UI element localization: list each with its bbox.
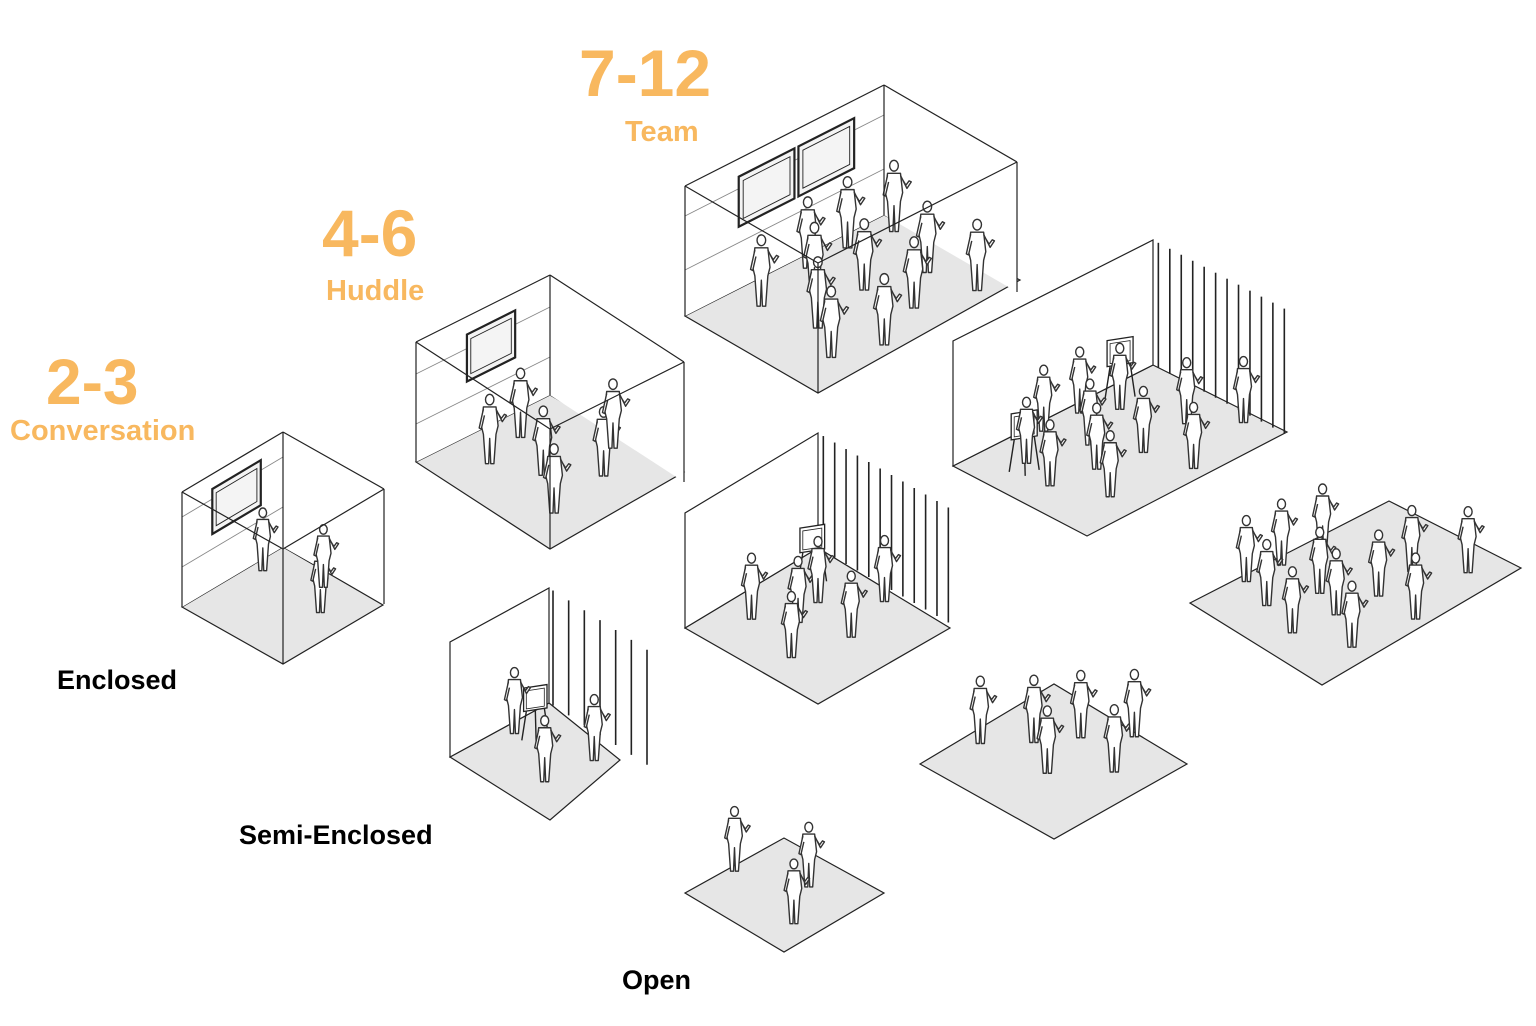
person [1309, 526, 1337, 595]
person [819, 285, 850, 359]
wall-band-0 [415, 356, 551, 425]
edge-top-back-left [684, 84, 885, 187]
group-size-count-team: 7-12 [579, 36, 712, 110]
wall-display-1 [797, 116, 856, 199]
enclosure-label-semi-enclosed: Semi-Enclosed [239, 820, 433, 850]
edge-top-front-right [817, 161, 1018, 264]
person [1099, 430, 1127, 498]
person [601, 378, 631, 449]
zone-enclosed-team [683, 84, 1022, 394]
person [840, 570, 868, 638]
person [1036, 705, 1065, 774]
person [780, 590, 809, 659]
edge-top-front-left [684, 185, 819, 264]
group-size-count-conversation: 2-3 [46, 346, 139, 418]
person [583, 693, 611, 762]
zone-enclosed-conversation [180, 431, 385, 665]
person [836, 175, 866, 249]
person [1256, 538, 1284, 607]
edge-top-front-left [415, 341, 551, 430]
person [1341, 580, 1369, 648]
person [1235, 514, 1264, 583]
zone-open-team [1188, 483, 1523, 686]
enclosure-label-open: Open [622, 965, 692, 995]
person [902, 236, 933, 309]
person [872, 272, 903, 346]
person [749, 234, 780, 307]
person [965, 218, 996, 292]
enclosure-label-enclosed: Enclosed [57, 665, 178, 695]
person [1404, 552, 1433, 620]
group-size-name-team: Team [625, 116, 699, 148]
back-wall [684, 431, 819, 630]
edge-top-back-right [549, 274, 685, 363]
person [1039, 419, 1067, 487]
person [509, 367, 539, 439]
zone-open-conversation [683, 805, 886, 953]
zone-enclosed-huddle [414, 274, 686, 550]
person [1132, 385, 1161, 454]
person [852, 218, 883, 291]
person [1281, 566, 1310, 634]
person [724, 805, 751, 872]
person [1232, 355, 1261, 424]
side-wall [550, 275, 684, 482]
wall-band-0 [181, 506, 284, 568]
person [1109, 342, 1137, 410]
person [783, 858, 811, 925]
wall-display-0 [737, 146, 796, 229]
zone-semi-enclosed-conversation [448, 586, 648, 821]
person [252, 507, 279, 572]
edge-top-back-right [883, 84, 1018, 163]
person [1069, 669, 1098, 739]
edge-top-back-left [181, 431, 284, 493]
person [873, 534, 902, 603]
group-size-count-huddle: 4-6 [322, 196, 418, 270]
person [1123, 668, 1152, 738]
person [1103, 703, 1132, 773]
person [1457, 506, 1485, 574]
person [740, 552, 769, 620]
person [478, 393, 508, 465]
edge-top-back-left [415, 274, 551, 343]
edge-top-front-right [549, 361, 685, 430]
person [1015, 396, 1044, 464]
person [969, 675, 998, 745]
edge-top-front-right [282, 488, 385, 550]
wall-display-0 [465, 308, 517, 384]
person [798, 821, 826, 888]
person [1270, 498, 1299, 566]
edge-top-front-left [181, 491, 284, 550]
floor [683, 837, 886, 953]
person [1182, 401, 1211, 470]
person [503, 666, 532, 735]
person [1023, 674, 1051, 744]
group-size-name-conversation: Conversation [10, 415, 196, 447]
floor [918, 683, 1189, 840]
edge-top-back-right [282, 431, 385, 490]
person [1367, 529, 1396, 597]
person [807, 535, 835, 604]
person [1085, 402, 1114, 470]
group-size-name-huddle: Huddle [326, 275, 425, 307]
person [534, 715, 562, 783]
zone-open-huddle [918, 668, 1189, 840]
person [1325, 548, 1353, 616]
zone-semi-enclosed-huddle [683, 431, 952, 705]
zone-semi-enclosed-team [951, 239, 1289, 537]
